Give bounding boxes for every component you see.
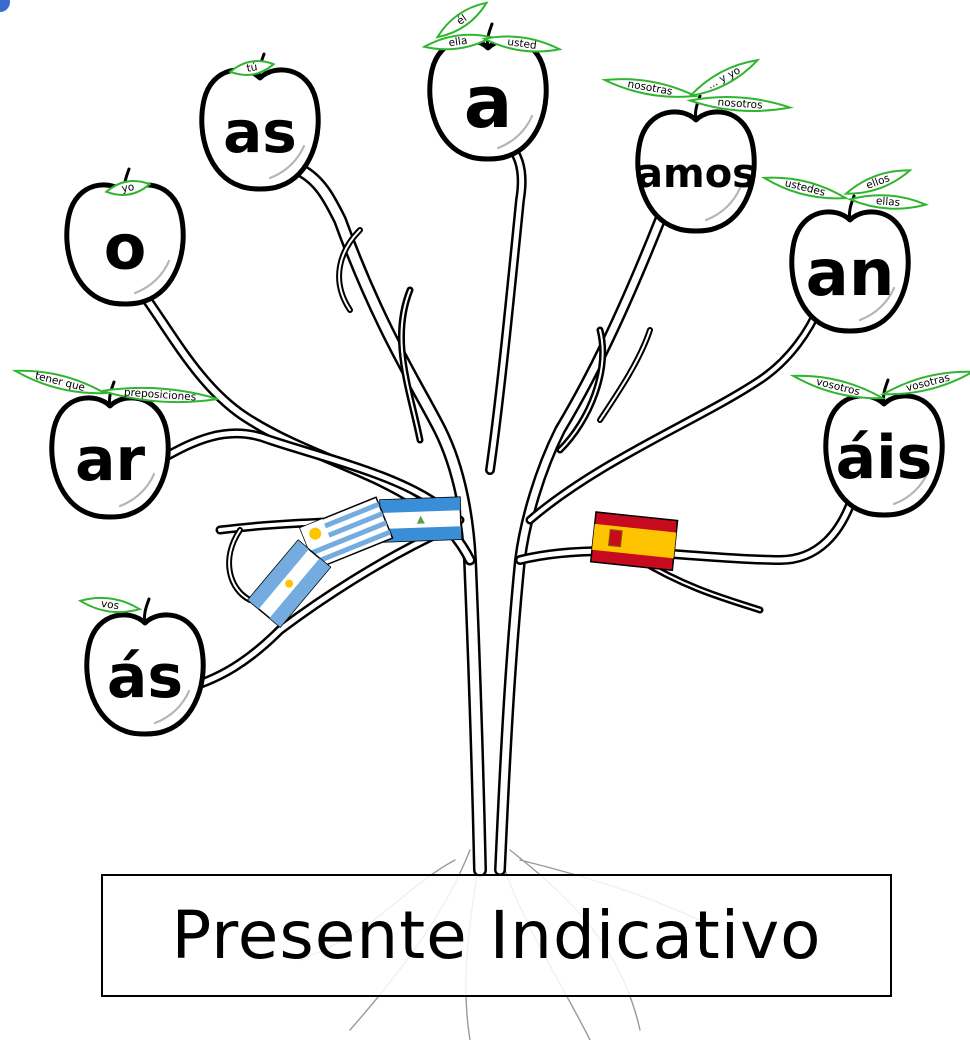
leaf-shape	[104, 180, 152, 196]
branch-fill	[400, 289, 421, 441]
leaf: nosotros	[686, 96, 794, 112]
branch-fill	[487, 127, 525, 473]
branch-fill	[599, 329, 651, 421]
apple-ais: áis vosotros vosotras	[789, 370, 970, 515]
leaf-label: nosotros	[717, 96, 763, 111]
leaf-label: vosotras	[905, 372, 951, 394]
branch-fill	[177, 527, 448, 693]
leaf-shape	[847, 194, 929, 210]
apple-suffix: ás	[107, 642, 183, 712]
argentina-flag	[246, 539, 332, 629]
apple-suffix: ar	[75, 425, 145, 495]
diagram-title: Presente Indicativo	[171, 897, 822, 974]
leaf-shape	[760, 176, 850, 200]
leaf-label: yo	[121, 181, 136, 195]
branch-fill	[338, 229, 361, 311]
apple-shine	[133, 259, 171, 295]
leaf-shape	[879, 370, 970, 396]
apple-shine	[268, 144, 306, 180]
leaf-label: ellas	[876, 195, 901, 209]
leaf-shape	[843, 169, 913, 195]
leaf-shape	[789, 374, 887, 400]
leaf: ellos	[843, 169, 913, 195]
apple-vos: ás vos	[77, 596, 203, 734]
apple-shine	[118, 472, 156, 508]
leaf: ustedes	[760, 176, 850, 200]
tree-branches	[134, 125, 855, 877]
leaf: nosotras	[601, 78, 699, 98]
branch-fill	[147, 430, 458, 523]
leaf: tener que	[11, 369, 109, 395]
branch-fill	[496, 216, 664, 874]
spain-flag	[589, 511, 679, 572]
leaf: preposiciones	[101, 386, 219, 404]
apple-suffix: amos	[636, 151, 756, 197]
apple-suffix: a	[464, 60, 513, 144]
leaf-shape	[11, 369, 109, 395]
apple-ar: ar tener que preposiciones	[11, 369, 219, 517]
apple-o: o yo	[67, 167, 183, 304]
leaf-shape	[686, 96, 794, 112]
leaf-label: ella	[448, 35, 468, 49]
leaf: usted	[481, 35, 563, 53]
apple-shine	[704, 186, 742, 222]
branch-fill	[228, 529, 251, 601]
leaf-shape	[228, 60, 276, 76]
branch-outline	[226, 527, 253, 603]
branch-fill	[517, 502, 853, 563]
apple-suffix: an	[806, 237, 895, 311]
nicaragua-flag	[379, 496, 463, 543]
leaf-label: vos	[100, 598, 120, 612]
leaf: ellas	[847, 194, 929, 210]
leaf: yo	[104, 180, 152, 196]
apple-shine	[892, 470, 930, 506]
leaf-shape	[687, 58, 761, 98]
corner-dot	[0, 0, 10, 12]
leaf-shape	[601, 78, 699, 98]
leaf-label: preposiciones	[123, 386, 196, 403]
apple-shine	[858, 286, 896, 322]
leaf-shape	[77, 596, 143, 614]
apple-shine	[153, 689, 191, 725]
leaf-label: tú	[246, 61, 259, 75]
leaf-shape	[101, 386, 219, 404]
apple-suffix: as	[223, 98, 297, 166]
leaf: ... y yo	[687, 58, 761, 98]
leaf: ella	[421, 33, 495, 51]
apple-suffix: áis	[836, 423, 933, 493]
leaf-shape	[481, 35, 563, 53]
leaf-shape	[435, 1, 489, 39]
leaf-label: vosotros	[815, 376, 861, 398]
apple-shine	[496, 114, 534, 150]
title-box: Presente Indicativo	[101, 874, 892, 997]
branch-fill	[528, 303, 822, 522]
leaf: él	[435, 1, 489, 39]
branch-fill	[295, 165, 485, 875]
apple-suffix: o	[104, 211, 147, 284]
leaf: tú	[228, 60, 276, 76]
uruguay-flag	[299, 496, 394, 570]
leaf-label: usted	[507, 36, 538, 52]
branch-fill	[559, 329, 604, 451]
leaf-label: tener que	[34, 370, 87, 394]
leaf: vos	[77, 596, 143, 614]
apple-as: as tú	[202, 52, 318, 189]
